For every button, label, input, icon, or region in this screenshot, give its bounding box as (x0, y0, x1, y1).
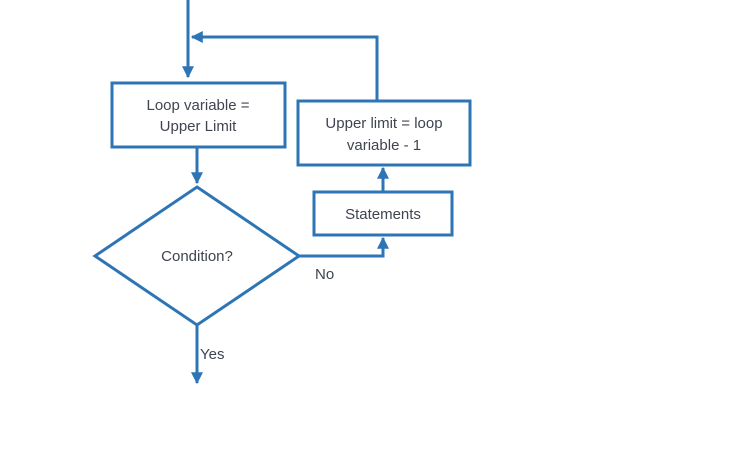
statements-box-label: Statements (345, 206, 421, 223)
no-label: No (315, 266, 334, 283)
labels-group: Loop variable = Upper Limit Upper limit … (147, 97, 443, 363)
yes-label: Yes (200, 346, 224, 363)
init-box-label-line2: Upper Limit (160, 118, 238, 135)
node-update-box (296, 99, 472, 167)
condition-label: Condition? (161, 248, 233, 265)
edge-no-to-statements (299, 236, 389, 258)
update-box-label-line2: variable - 1 (347, 137, 421, 154)
edge-loopback (190, 31, 379, 101)
shapes-group (92, 0, 472, 385)
node-condition-diamond (92, 185, 302, 327)
init-box-label-line1: Loop variable = (147, 97, 250, 114)
node-statements-box (312, 190, 454, 237)
node-init-box (110, 81, 287, 149)
update-box-label-line1: Upper limit = loop (325, 115, 442, 132)
